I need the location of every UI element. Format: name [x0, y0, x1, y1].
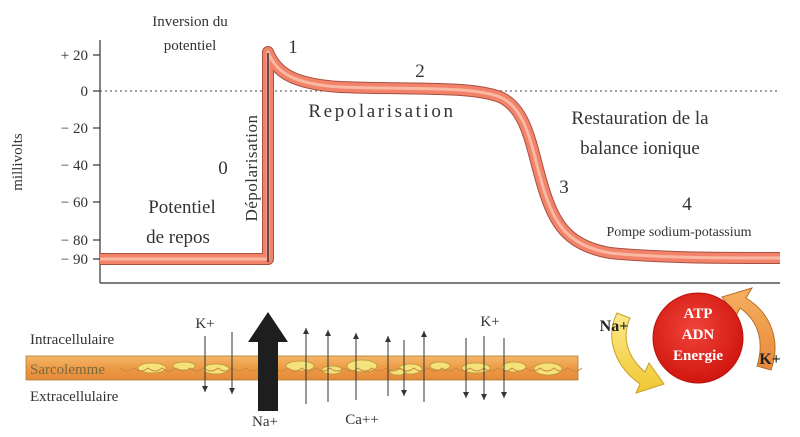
action-potential-trace: [100, 46, 781, 265]
y-tick-label: − 60: [61, 195, 88, 211]
depolarisation-label: Dépolarisation: [242, 114, 261, 221]
intracellular-label: Intracellulaire: [30, 332, 114, 348]
ion-arrow-head: [401, 390, 407, 396]
ion-flow-arrows: [202, 328, 507, 404]
y-tick-label: − 90: [61, 252, 88, 268]
y-tick-label: − 40: [61, 158, 88, 174]
phase-0-label-1: Potentiel: [148, 197, 216, 218]
membrane-channel: [533, 362, 563, 376]
ion-arrow-head: [463, 392, 469, 398]
inversion-label-1: Inversion du: [152, 14, 228, 30]
pump-na-plus-label: Na+: [600, 318, 629, 335]
ion-arrow-head: [421, 331, 427, 337]
y-ticks: + 20 0 − 20 − 40 − 60 − 80 − 90: [61, 48, 100, 268]
pump-k-plus-label: K+: [759, 351, 781, 368]
membrane-channels: [119, 359, 583, 376]
atp-label: ATP: [684, 306, 713, 322]
sodium-potassium-pump: ATP ADN Energie Na+ K+: [600, 287, 781, 394]
extracellular-label: Extracellulaire: [30, 389, 119, 405]
potassium-in-arrow: [721, 287, 776, 371]
ion-arrow-head: [303, 328, 309, 334]
membrane-channel: [429, 361, 451, 371]
phase-0-label-2: de repos: [146, 227, 210, 248]
phase-1-number: 1: [288, 37, 298, 58]
k-plus-right-label: K+: [480, 314, 499, 330]
y-axis-label: millivolts: [10, 133, 26, 191]
trace-highlight: [100, 50, 781, 261]
phase-4-label: Pompe sodium-potassium: [606, 225, 751, 240]
inversion-label-2: potentiel: [164, 38, 217, 54]
ion-arrow-head: [501, 392, 507, 398]
y-tick-label: 0: [81, 84, 89, 100]
y-tick-label: − 20: [61, 121, 88, 137]
ca-plus-label: Ca++: [345, 412, 379, 428]
y-tick-label: − 80: [61, 233, 88, 249]
ion-arrow-head: [229, 388, 235, 394]
phase-4-number: 4: [682, 194, 692, 215]
ion-arrow-head: [481, 394, 487, 400]
sodium-influx-arrow: [248, 312, 288, 411]
membrane-channel: [461, 362, 491, 374]
phase-2-label: Repolarisation: [308, 101, 455, 122]
ion-arrow-head: [353, 333, 359, 339]
membrane-wave: [119, 367, 583, 372]
phase-3-label-1: Restauration de la: [571, 108, 709, 129]
phase-3-number: 3: [559, 177, 569, 198]
energy-circle: [652, 292, 744, 384]
na-plus-label: Na+: [252, 414, 278, 430]
ion-arrow-head: [202, 386, 208, 392]
k-plus-left-label: K+: [195, 316, 214, 332]
phase-2-number: 2: [415, 61, 425, 82]
phase-3-label-2: balance ionique: [580, 138, 700, 159]
membrane-channel: [285, 360, 315, 372]
adn-label: ADN: [682, 327, 715, 343]
phase-0-number: 0: [218, 158, 228, 179]
membrane-channel: [346, 359, 378, 373]
membrane-channel: [501, 361, 527, 373]
sarcolemma-label: Sarcolemme: [30, 362, 105, 378]
ion-arrow-head: [385, 336, 391, 342]
energie-label: Energie: [673, 348, 723, 364]
y-tick-label: + 20: [61, 48, 88, 64]
ion-arrow-head: [325, 330, 331, 336]
sodium-out-arrow: [611, 312, 665, 394]
